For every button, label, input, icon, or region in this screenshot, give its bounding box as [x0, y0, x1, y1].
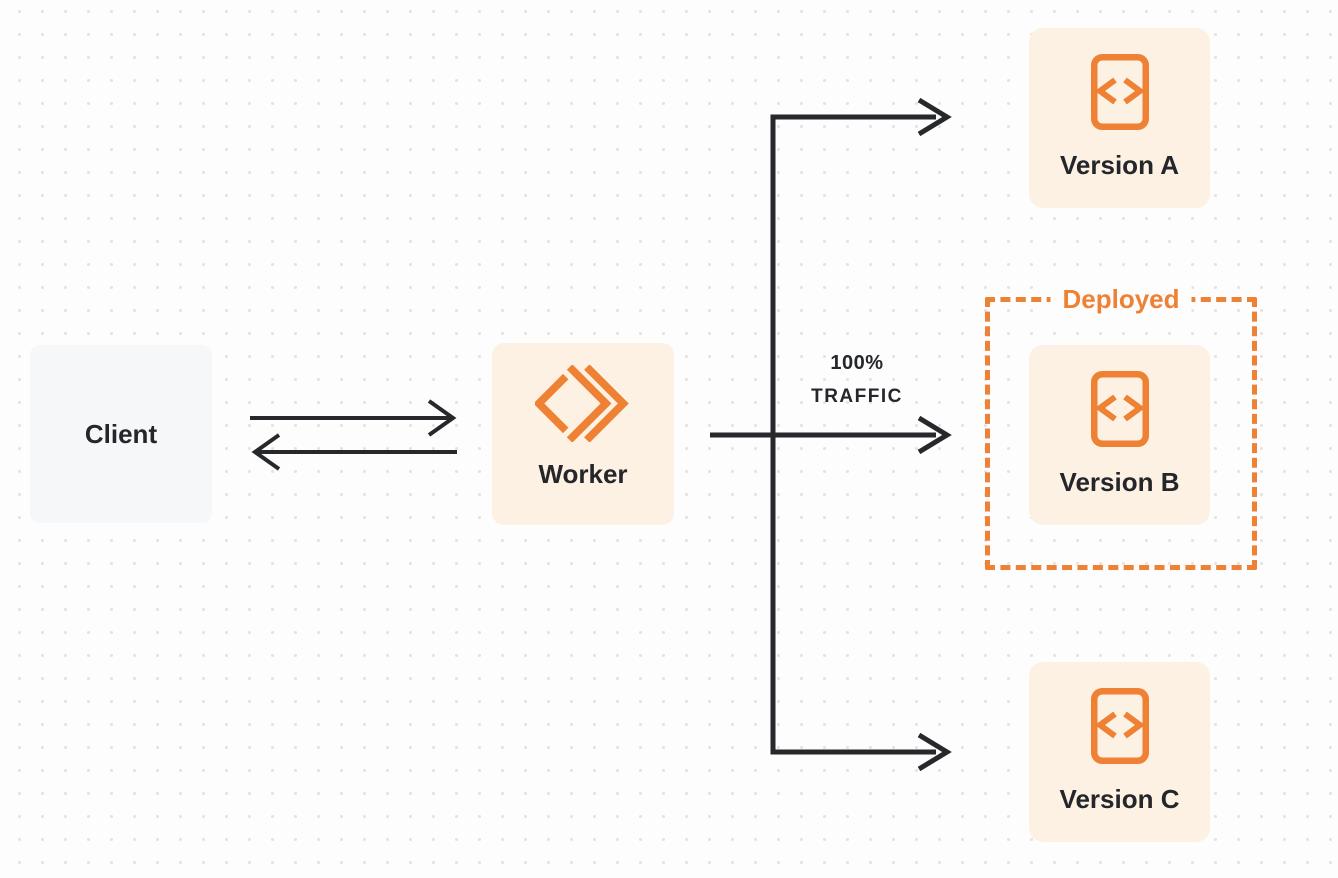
version-b-label: Version B	[1059, 467, 1180, 497]
traffic-word: TRAFFIC	[811, 386, 903, 407]
code-icon	[1090, 54, 1149, 130]
arrowhead-to-version-a	[917, 97, 952, 137]
workers-logo-icon	[535, 365, 629, 442]
traffic-label: 100% TRAFFIC	[792, 346, 922, 414]
arrowhead-to-version-c	[917, 732, 952, 772]
node-client: Client	[30, 345, 212, 523]
arrowhead-to-version-b	[917, 415, 952, 455]
code-icon	[1090, 371, 1149, 447]
node-worker: Worker	[492, 343, 674, 525]
code-icon	[1090, 688, 1149, 764]
worker-label: Worker	[538, 459, 628, 489]
node-version-b: Version B	[1029, 345, 1210, 525]
node-version-a: Version A	[1029, 28, 1210, 208]
client-label: Client	[84, 419, 158, 449]
version-a-label: Version A	[1060, 150, 1179, 180]
branch-lines	[710, 114, 936, 755]
arrow-worker-to-client	[251, 433, 457, 471]
node-version-c: Version C	[1029, 662, 1210, 842]
deployed-group-outline: Deployed	[985, 284, 1257, 570]
traffic-percent: 100%	[830, 352, 884, 374]
deployed-label: Deployed	[1050, 284, 1192, 315]
arrow-client-to-worker	[250, 399, 457, 437]
version-c-label: Version C	[1059, 784, 1180, 814]
